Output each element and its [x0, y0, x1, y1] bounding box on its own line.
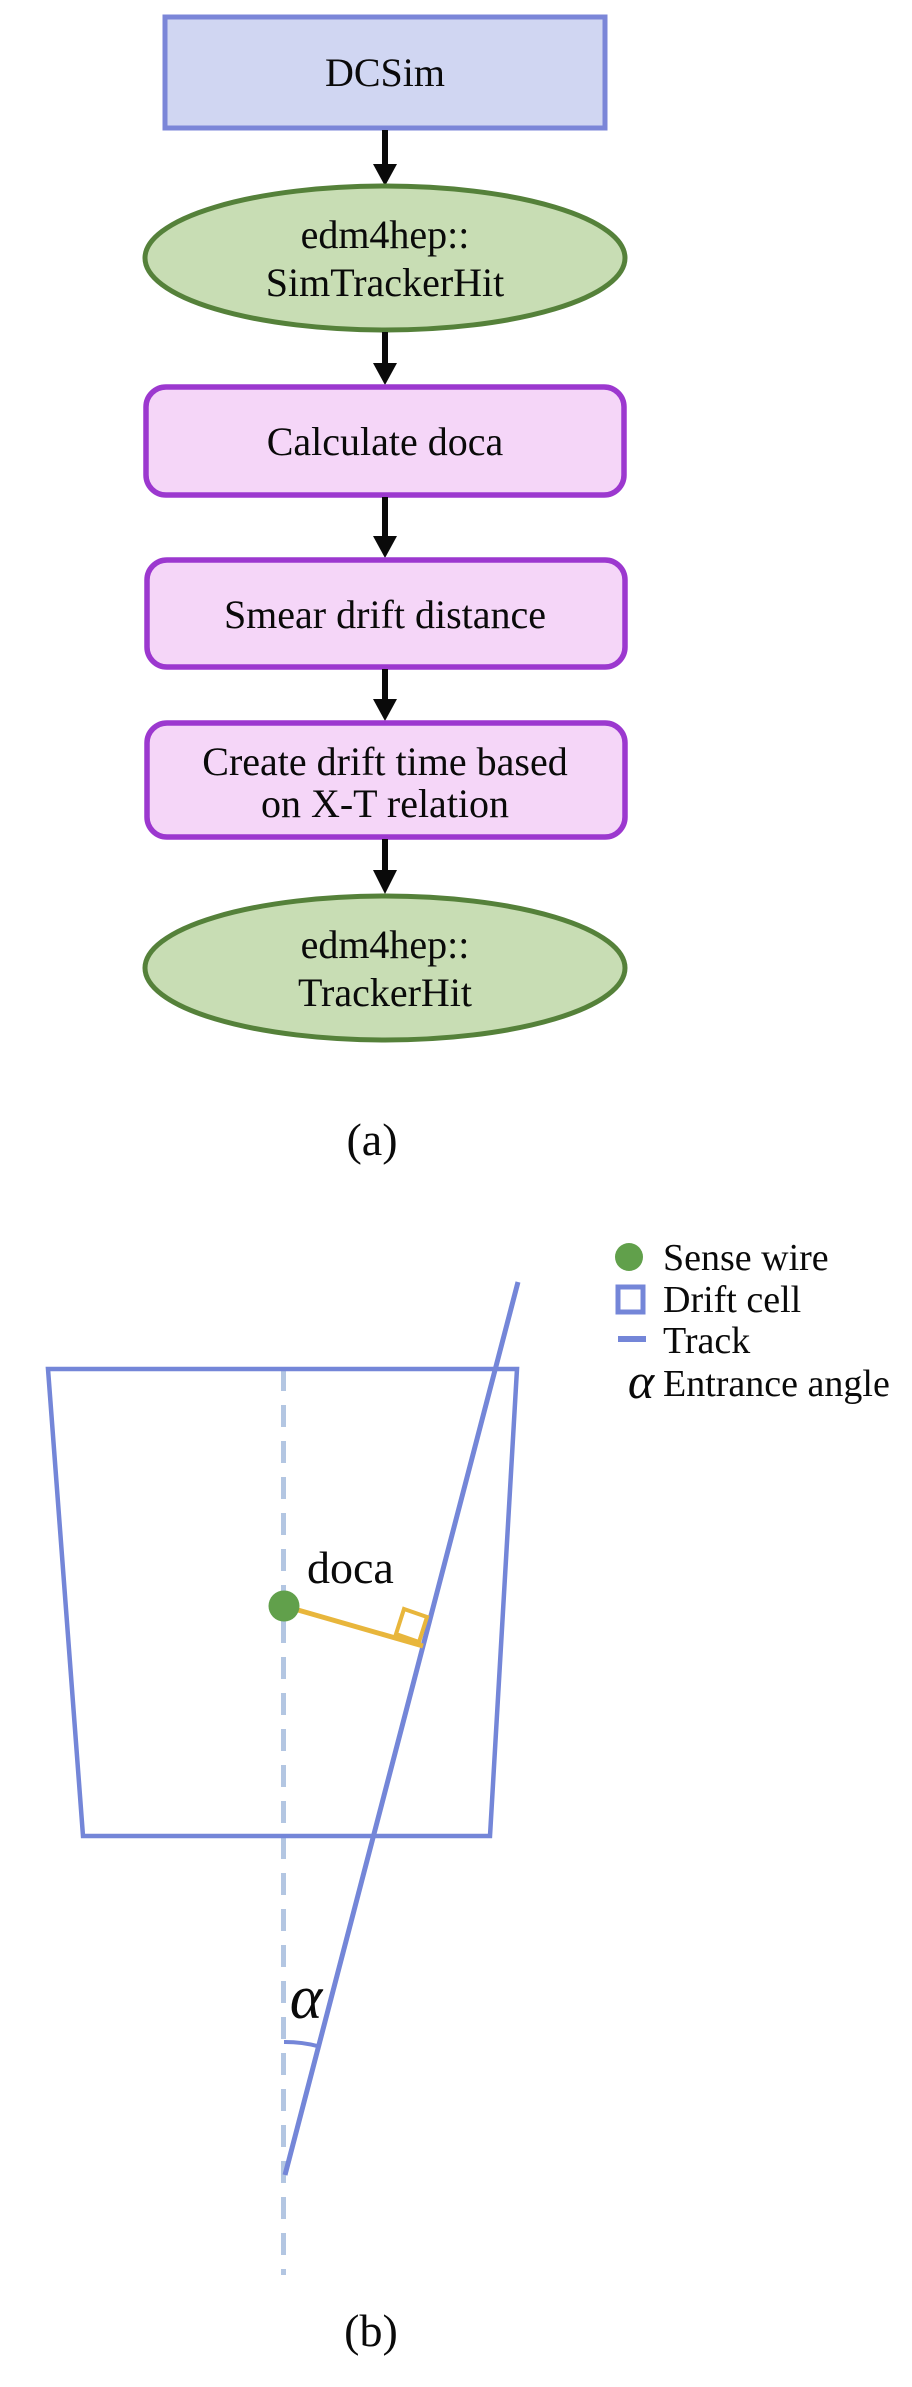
figure-a-flowchart: DCSim edm4hep:: SimTrackerHit Calculate …: [142, 14, 628, 1165]
flow-arrow-4: [373, 669, 397, 721]
sense-wire-dot: [268, 1590, 300, 1622]
doca-label: doca: [307, 1542, 394, 1593]
dcsim-node-box: [162, 14, 608, 131]
entrance-angle-alpha-label: α: [290, 1964, 324, 2032]
simtrackerhit-label-line2: SimTrackerHit: [266, 260, 505, 305]
calculate-doca-label: Calculate doca: [267, 419, 504, 464]
trackerhit-node-ellipse: [142, 893, 628, 1043]
calculate-doca-node-box: [143, 384, 627, 498]
trackerhit-label-line1: edm4hep::: [301, 922, 470, 967]
smear-drift-distance-node-box: [144, 557, 628, 670]
flow-arrow-1: [373, 130, 397, 186]
flow-arrow-3: [373, 497, 397, 558]
figure-a-caption: (a): [346, 1114, 397, 1165]
figure-b-caption: (b): [344, 2305, 398, 2356]
legend-alpha-icon: α: [628, 1353, 656, 1409]
smear-drift-distance-label: Smear drift distance: [224, 592, 546, 637]
figure-b-schematic: doca α Sense wire Drift cell Track α Ent…: [45, 1237, 890, 2356]
trackerhit-label-line2: TrackerHit: [298, 970, 472, 1015]
legend-track-label: Track: [663, 1320, 750, 1362]
doca-line: [283, 1603, 424, 1649]
track-line: [282, 1281, 521, 2176]
legend-sense-wire-dot-icon: [615, 1243, 643, 1271]
entrance-angle-arc: [283, 2039, 320, 2049]
flow-arrow-2: [373, 332, 397, 385]
right-angle-marker: [393, 1606, 430, 1645]
legend: Sense wire Drift cell Track α Entrance a…: [615, 1237, 890, 1409]
simtrackerhit-label-line1: edm4hep::: [301, 212, 470, 257]
legend-drift-cell-label: Drift cell: [663, 1279, 801, 1321]
create-drift-time-label-line1: Create drift time based: [202, 739, 567, 784]
drift-cell-trapezoid: [45, 1366, 520, 1839]
legend-drift-cell-square-icon: [615, 1284, 646, 1315]
create-drift-time-label-line2: on X-T relation: [261, 781, 509, 826]
dcsim-node-label: DCSim: [325, 50, 445, 95]
create-drift-time-node-box: [144, 720, 628, 840]
flow-arrow-5: [373, 839, 397, 894]
simtrackerhit-node-ellipse: [142, 183, 628, 333]
legend-entrance-angle-label: Entrance angle: [663, 1363, 890, 1405]
legend-sense-wire-label: Sense wire: [663, 1237, 829, 1279]
